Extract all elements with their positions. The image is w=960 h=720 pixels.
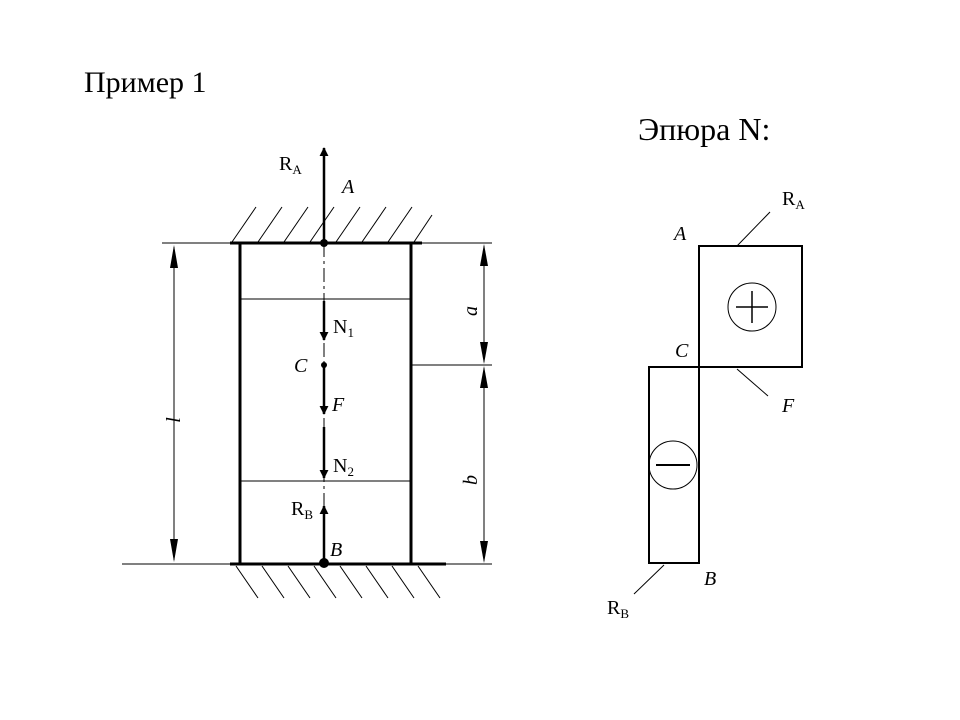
rb-label: RB	[291, 498, 313, 522]
point-c-label: C	[294, 355, 308, 377]
rb-leader	[633, 564, 665, 595]
dim-b-arrow-bottom	[480, 541, 488, 563]
top-support-hatching	[231, 206, 433, 243]
point-b-label: B	[330, 539, 342, 561]
epure-point-c-label: C	[675, 340, 689, 362]
dim-a-arrow-top	[480, 244, 488, 266]
epure-rb-label: RB	[607, 597, 629, 621]
ra-label: RA	[279, 153, 302, 177]
epure-ra-label: RA	[782, 188, 805, 212]
n2-label: N2	[333, 455, 354, 479]
epure-n-diagram: A RA C F B RB	[607, 188, 805, 621]
beam-diagram: l a b RA A N1 C F N2 RB B	[122, 147, 492, 599]
dim-l-label: l	[163, 417, 185, 423]
point-a-label: A	[340, 176, 355, 198]
epure-force-f-label: F	[781, 395, 795, 417]
minus-circle	[648, 440, 698, 490]
epure-point-a-label: A	[672, 223, 687, 245]
f-leader	[736, 368, 769, 397]
dim-l-arrow-top	[170, 245, 178, 268]
bottom-support-hatching	[235, 565, 441, 599]
dim-a-label: a	[460, 306, 482, 316]
epure-point-b-label: B	[704, 568, 716, 590]
point-c-dot	[321, 362, 327, 368]
dim-a-arrow-bottom	[480, 342, 488, 364]
point-b-dot	[319, 558, 329, 568]
n1-label: N1	[333, 316, 354, 340]
dim-b-label: b	[460, 475, 482, 485]
force-f-label: F	[331, 394, 345, 416]
dim-l-arrow-bottom	[170, 539, 178, 562]
page-title: Пример 1	[84, 66, 207, 99]
ra-leader	[736, 211, 771, 247]
point-a-dot	[320, 239, 328, 247]
epure-title: Эпюра N:	[638, 111, 770, 147]
plus-circle	[727, 282, 777, 332]
dim-b-arrow-top	[480, 366, 488, 388]
